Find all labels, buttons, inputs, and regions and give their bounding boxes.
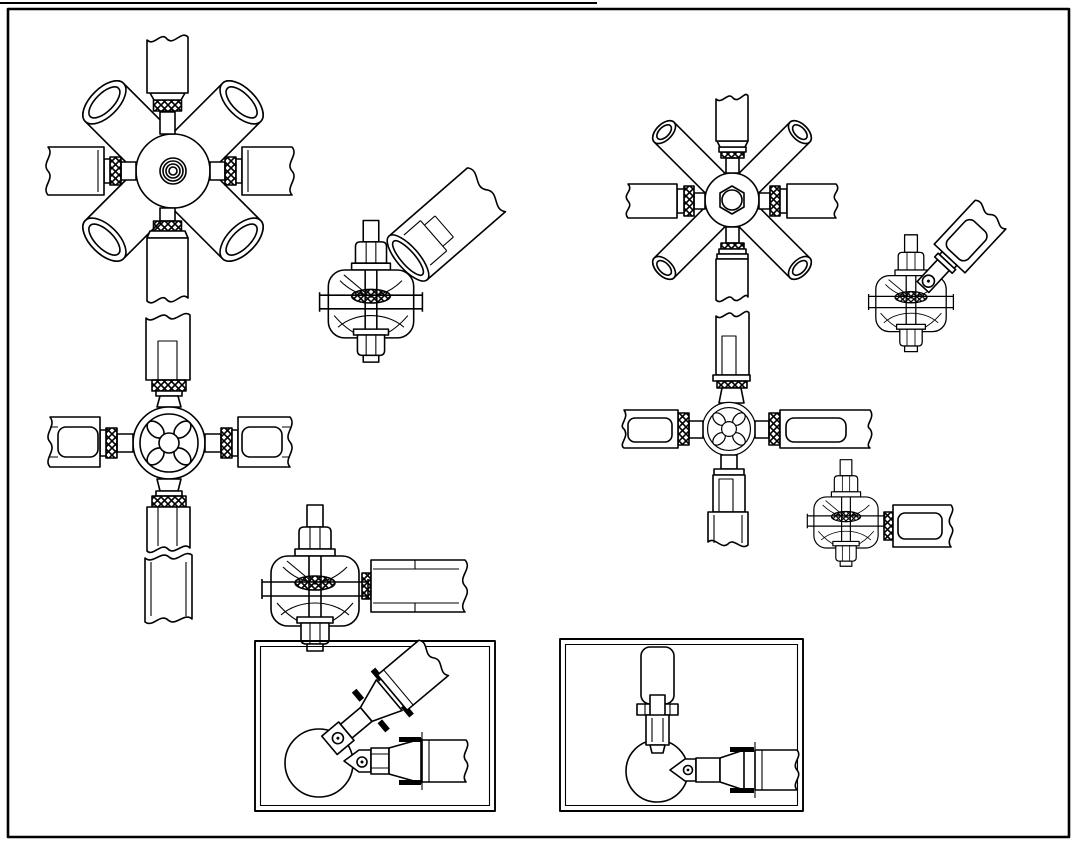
port-bottom bbox=[146, 207, 189, 304]
riser-pipe-left bbox=[145, 312, 191, 408]
hub-center-boss bbox=[159, 157, 187, 185]
cross-port-bottom bbox=[144, 478, 193, 625]
cross-port-bottom bbox=[707, 454, 749, 548]
angled-nozzle-assembly bbox=[320, 639, 450, 756]
angled-cylinder-1 bbox=[386, 167, 507, 282]
port-right bbox=[758, 183, 839, 219]
detail-box-right bbox=[559, 638, 804, 812]
cross-hub bbox=[701, 401, 757, 457]
hub-hex-nut bbox=[719, 185, 745, 215]
box-inner-frame bbox=[564, 643, 799, 807]
radial-manifold-left bbox=[45, 34, 295, 304]
port-left bbox=[45, 146, 137, 196]
riser-pipe-right bbox=[712, 310, 751, 404]
detail-box-left bbox=[254, 639, 496, 812]
vertical-canister-assembly bbox=[636, 646, 679, 754]
cross-manifold-left bbox=[47, 406, 293, 625]
valve-detail-2 bbox=[261, 504, 369, 652]
cross-hub bbox=[132, 406, 206, 480]
valve-detail-4 bbox=[806, 459, 886, 567]
cross-port-west bbox=[47, 416, 134, 468]
radial-manifold-right bbox=[625, 93, 839, 303]
cross-port-east bbox=[204, 416, 293, 468]
cross-port-west bbox=[621, 409, 704, 449]
horizontal-nozzle-assembly bbox=[669, 742, 800, 798]
horizontal-nozzle-assembly bbox=[343, 732, 469, 790]
port-left bbox=[625, 183, 706, 219]
port-bottom bbox=[715, 226, 749, 303]
cross-port-east bbox=[754, 409, 873, 449]
port-top bbox=[715, 93, 749, 174]
box-outer-frame bbox=[254, 640, 496, 812]
drawing-border-frame bbox=[6, 7, 1071, 839]
box-inner-frame bbox=[259, 645, 491, 807]
socket-cylinder-4 bbox=[883, 504, 954, 548]
hub-body bbox=[135, 133, 211, 209]
port-top bbox=[146, 34, 189, 135]
box-outer-frame bbox=[559, 638, 804, 812]
cross-manifold-right bbox=[621, 401, 873, 548]
piston-cylinder-3 bbox=[916, 199, 1007, 294]
port-right bbox=[209, 146, 295, 196]
sleeve-cylinder-2 bbox=[361, 559, 469, 613]
